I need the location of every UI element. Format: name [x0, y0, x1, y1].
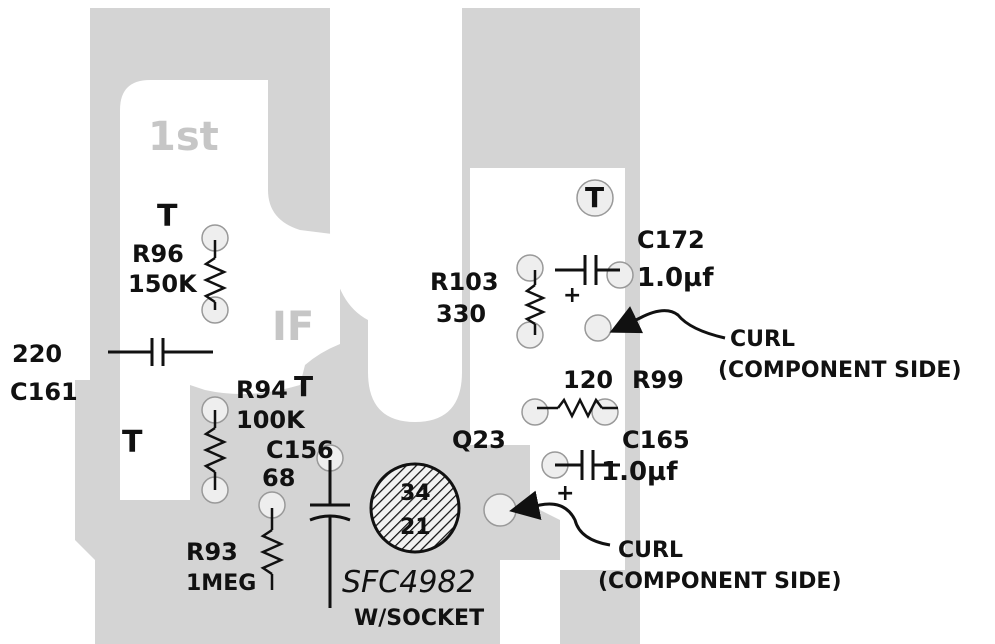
capacitor-c165: [555, 450, 620, 480]
curl-arrow-lower: [509, 490, 611, 547]
resistor-r96: [202, 240, 228, 310]
label-c165-value: 1.0µf: [601, 457, 678, 487]
ceramic-filter-sfc4982: [369, 462, 461, 554]
label-curl-lower: CURL: [618, 538, 683, 563]
label-c172-value: 1.0µf: [637, 263, 714, 293]
label-t-top-left: T: [157, 199, 178, 234]
capacitor-c156: [309, 460, 351, 608]
label-r96-ref: R96: [132, 240, 184, 268]
label-component-side-lower: (COMPONENT SIDE): [598, 569, 842, 594]
label-sfc-socket: W/SOCKET: [354, 606, 484, 631]
label-q23-ref: Q23: [452, 426, 506, 454]
copper-pads: [201, 179, 634, 527]
resistor-r99: [537, 397, 618, 419]
resistor-r93: [259, 508, 285, 590]
label-r93-value: 1MEG: [186, 571, 256, 596]
label-c156-ref: C156: [266, 436, 334, 464]
resistor-r94: [202, 410, 228, 490]
capacitor-c161: [108, 338, 213, 366]
label-c156-value: 68: [262, 464, 295, 492]
label-r93-ref: R93: [186, 538, 238, 566]
label-component-side-upper: (COMPONENT SIDE): [718, 358, 962, 383]
label-filter-pins-top: 34: [400, 481, 431, 506]
label-t-left-mid: T: [122, 425, 143, 460]
label-c172-ref: C172: [637, 226, 705, 254]
label-r99-ref: R99: [632, 366, 684, 394]
label-curl-upper: CURL: [730, 327, 795, 352]
label-r103-ref: R103: [430, 268, 499, 296]
label-plus-c172: +: [563, 283, 581, 308]
label-plus-c165: +: [556, 481, 574, 506]
label-t-r94: T: [294, 370, 313, 403]
capacitor-c172: [555, 255, 620, 285]
label-sfc-part: SFC4982: [342, 565, 476, 600]
label-c165-ref: C165: [622, 426, 690, 454]
label-r103-value: 330: [436, 300, 486, 328]
ghost-label-if: IF: [272, 304, 314, 350]
resistor-r103: [523, 270, 547, 335]
label-c161-value: 220: [12, 340, 62, 368]
label-c161-ref: C161: [10, 378, 78, 406]
label-r94-ref: R94: [236, 376, 288, 404]
ghost-label-1st: 1st: [148, 114, 219, 160]
label-filter-pins-bottom: 21: [400, 515, 431, 540]
label-t-top-right: T: [585, 181, 604, 214]
curl-arrow-upper: [609, 306, 726, 340]
label-r96-value: 150K: [128, 270, 198, 298]
label-r94-value: 100K: [236, 406, 306, 434]
label-r99-value: 120: [563, 366, 613, 394]
